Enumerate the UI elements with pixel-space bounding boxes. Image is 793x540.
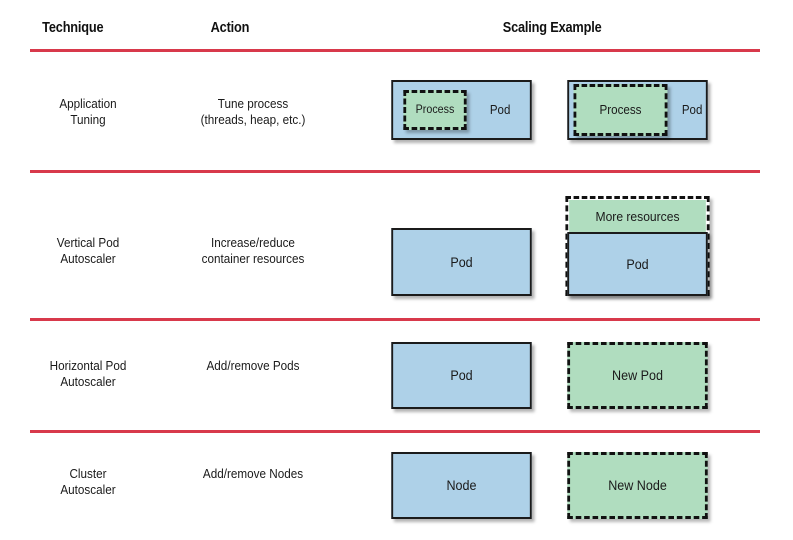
row3-pod-existing-label: Pod: [450, 368, 473, 383]
row-technique-vertical-pod-autoscaler: Vertical Pod Autoscaler: [56, 235, 120, 266]
divider-rule-2: [30, 318, 760, 321]
column-header-scaling-example: Scaling Example: [502, 20, 602, 36]
row4-node-new-label: New Node: [608, 478, 667, 493]
row3-pod-new-label: New Pod: [612, 368, 663, 383]
row-technique-horizontal-pod-autoscaler: Horizontal Pod Autoscaler: [49, 358, 127, 389]
row2-more-resources-label: More resources: [595, 208, 680, 224]
row1-process-after: Process: [573, 84, 668, 136]
row-action-horizontal-pod-autoscaler: Add/remove Pods: [206, 358, 300, 373]
row2-pod-before: Pod: [391, 228, 532, 296]
row4-node-new: New Node: [567, 452, 708, 519]
row4-node-existing: Node: [391, 452, 532, 519]
row-technique-application-tuning: Application Tuning: [59, 96, 117, 127]
row-action-cluster-autoscaler: Add/remove Nodes: [202, 466, 304, 481]
row2-pod-before-label: Pod: [450, 254, 473, 270]
divider-rule-header: [30, 49, 760, 52]
divider-rule-3: [30, 430, 760, 433]
row2-more-resources-band: More resources: [569, 200, 706, 232]
row4-node-existing-label: Node: [446, 478, 477, 493]
row-action-vertical-pod-autoscaler: Increase/reduce container resources: [201, 235, 305, 266]
row1-pod-after-label: Pod: [681, 103, 703, 117]
row-technique-cluster-autoscaler: Cluster Autoscaler: [60, 466, 116, 497]
row-action-application-tuning: Tune process (threads, heap, etc.): [200, 96, 306, 127]
row1-process-before: Process: [403, 90, 467, 130]
row1-process-after-label: Process: [599, 103, 642, 117]
column-header-action: Action: [210, 20, 250, 36]
row2-pod-after: Pod: [567, 232, 708, 296]
row3-pod-existing: Pod: [391, 342, 532, 409]
row3-pod-new: New Pod: [567, 342, 708, 409]
row1-process-before-label: Process: [415, 104, 455, 116]
row2-pod-after-label: Pod: [626, 256, 649, 272]
column-header-technique: Technique: [42, 20, 104, 36]
divider-rule-1: [30, 170, 760, 173]
row1-pod-before-label: Pod: [489, 103, 511, 117]
